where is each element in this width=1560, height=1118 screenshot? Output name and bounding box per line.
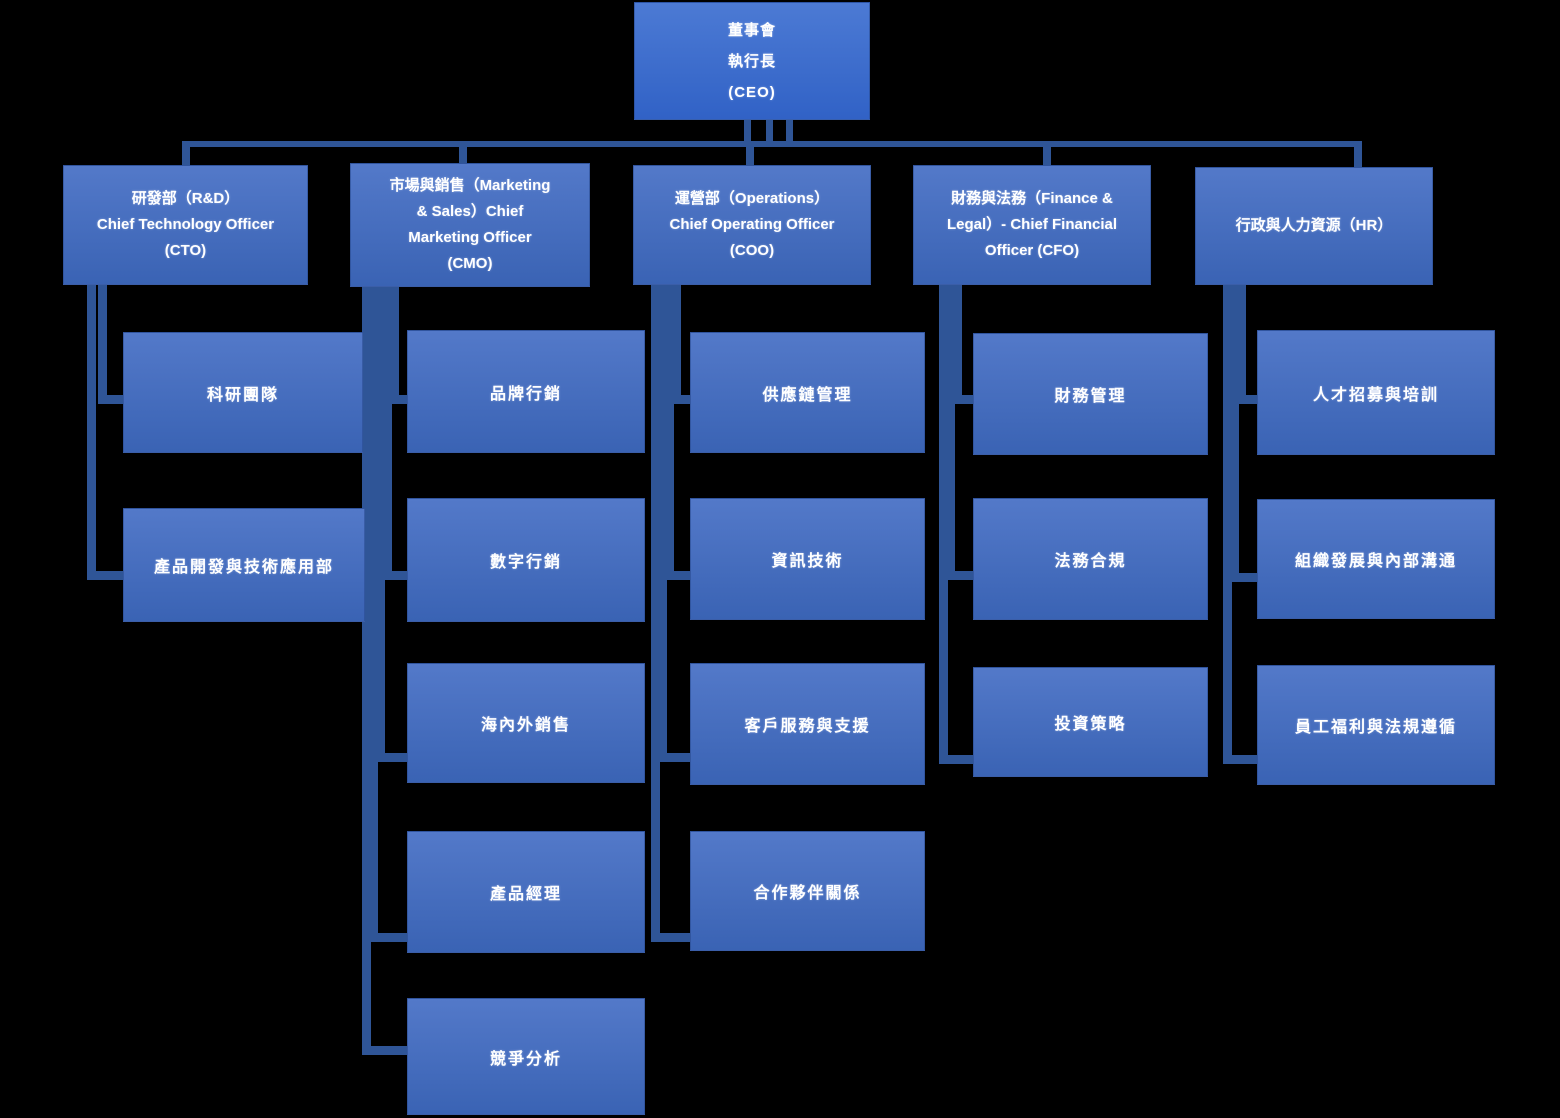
node-ops-it: 資訊技術	[690, 498, 925, 620]
node-rd-product-dev: 產品開發與技術應用部	[123, 508, 365, 622]
node-hr-org-development: 組織發展與內部溝通	[1257, 499, 1495, 619]
connector-mkt-child3-h	[369, 933, 408, 942]
node-fin-investment-strategy: 投資策略	[973, 667, 1208, 777]
connector-mkt-child4-v	[362, 287, 371, 1055]
connector-drop-rd	[182, 141, 190, 166]
node-fin-financial-management: 財務管理	[973, 333, 1208, 455]
node-mkt-domestic-overseas-sales: 海內外銷售	[407, 663, 645, 783]
connector-rd-child1-v	[87, 285, 96, 580]
connector-drop-marketing	[459, 146, 467, 166]
node-dept-rd: 研發部（R&D） Chief Technology Officer (CTO)	[63, 165, 308, 285]
connector-hr-child2-v	[1223, 285, 1232, 764]
node-fin-legal-compliance: 法務合規	[973, 498, 1208, 620]
connector-ops-child0-h	[672, 395, 691, 404]
node-mkt-product-manager: 產品經理	[407, 831, 645, 953]
connector-fin-child0-v	[953, 285, 962, 404]
connector-fin-child2-h	[939, 755, 974, 764]
connector-ops-child2-v	[658, 285, 667, 762]
node-rd-research-team: 科研團隊	[123, 332, 363, 453]
node-dept-operations: 運營部（Operations） Chief Operating Officer …	[633, 165, 871, 285]
connector-ops-child3-v	[651, 285, 660, 942]
node-hr-employee-welfare: 員工福利與法規遵循	[1257, 665, 1495, 785]
connector-mkt-child2-v	[376, 287, 385, 762]
connector-hr-child0-h	[1237, 395, 1258, 404]
connector-ops-child1-v	[665, 285, 674, 580]
connector-rail	[182, 141, 1362, 147]
connector-fin-child1-h	[946, 571, 974, 580]
node-ops-partner-relations: 合作夥伴關係	[690, 831, 925, 951]
node-dept-marketing: 市場與銷售（Marketing & Sales）Chief Marketing …	[350, 163, 590, 287]
connector-ceo-stub-2	[766, 119, 773, 143]
connector-hr-child1-v	[1230, 285, 1239, 582]
node-mkt-digital-marketing: 數字行銷	[407, 498, 645, 622]
connector-mkt-child1-v	[383, 287, 392, 580]
node-dept-finance-legal: 財務與法務（Finance & Legal）- Chief Financial …	[913, 165, 1151, 285]
connector-fin-child2-v	[939, 285, 948, 764]
connector-drop-hr	[1354, 141, 1362, 168]
node-mkt-brand-marketing: 品牌行銷	[407, 330, 645, 453]
node-dept-hr: 行政與人力資源（HR）	[1195, 167, 1433, 285]
connector-mkt-child0-v	[390, 287, 399, 404]
connector-ceo-stub-1	[744, 119, 751, 143]
connector-ceo-stub-3	[786, 119, 793, 143]
connector-hr-child1-h	[1230, 573, 1258, 582]
node-hr-talent-recruiting: 人才招募與培訓	[1257, 330, 1495, 455]
connector-rd-child0-h	[98, 395, 124, 404]
connector-mkt-child4-h	[362, 1046, 408, 1055]
connector-hr-child2-h	[1223, 755, 1258, 764]
connector-ops-child2-h	[658, 753, 691, 762]
connector-ops-child1-h	[665, 571, 691, 580]
connector-drop-operations	[746, 146, 754, 166]
node-ops-customer-service: 客戶服務與支援	[690, 663, 925, 785]
node-ceo: 董事會 執行長 (CEO)	[634, 2, 870, 120]
connector-mkt-child3-v	[369, 287, 378, 942]
connector-mkt-child2-h	[376, 753, 408, 762]
connector-hr-child0-v	[1237, 285, 1246, 404]
connector-rd-child0-v	[98, 285, 107, 404]
connector-drop-finance	[1043, 146, 1051, 166]
connector-fin-child0-h	[953, 395, 974, 404]
node-ops-supply-chain: 供應鏈管理	[690, 332, 925, 453]
connector-rd-child1-h	[87, 571, 124, 580]
connector-mkt-child0-h	[390, 395, 408, 404]
connector-ops-child3-h	[651, 933, 691, 942]
connector-ops-child0-v	[672, 285, 681, 404]
connector-mkt-child1-h	[383, 571, 408, 580]
connector-fin-child1-v	[946, 285, 955, 580]
node-mkt-competitive-analysis: 競爭分析	[407, 998, 645, 1115]
